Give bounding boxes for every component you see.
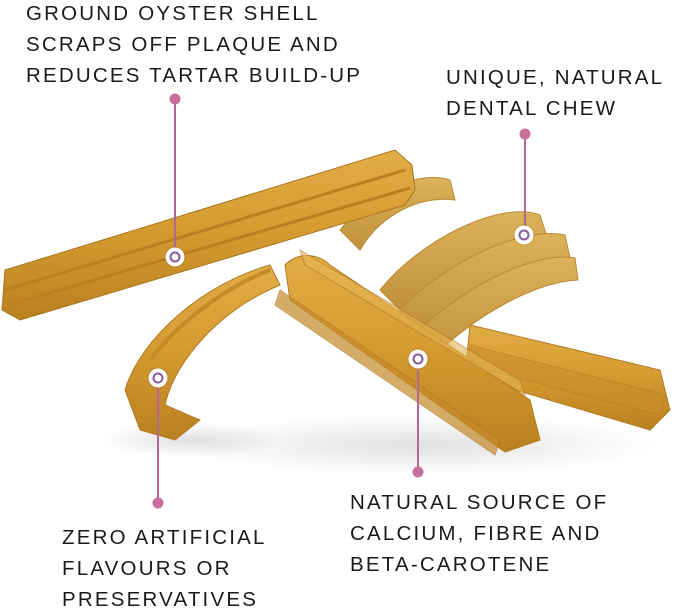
callout-line: NATURAL SOURCE OF [350,491,609,514]
leader-line-zero-artificial [157,388,159,503]
marker-ring-icon [514,225,534,245]
callout-zero-artificial: ZERO ARTIFICIAL FLAVOURS OR PRESERVATIVE… [62,522,267,615]
callout-line: REDUCES TARTAR BUILD-UP [26,64,363,87]
callout-oyster-shell: GROUND OYSTER SHELL SCRAPS OFF PLAQUE AN… [26,0,362,91]
callout-natural-source: NATURAL SOURCE OF CALCIUM, FIBRE AND BET… [350,487,608,580]
main-chew-bundle [1,149,416,321]
pin-dot-icon [169,93,181,105]
callout-line: ZERO ARTIFICIAL [62,526,267,549]
leader-line-natural-chew [524,134,526,235]
leader-line-oyster-shell [174,99,176,257]
callout-line: UNIQUE, NATURAL [446,66,665,89]
callout-natural-chew: UNIQUE, NATURAL DENTAL CHEW [446,62,664,124]
marker-ring-icon [165,247,185,267]
left-chew-bundle [124,264,281,441]
curved-chew-bundle [339,176,579,361]
callout-line: PRESERVATIVES [62,588,259,611]
marker-ring-icon [148,368,168,388]
pin-dot-icon [412,466,424,478]
callout-line: BETA-CAROTENE [350,553,552,576]
callout-line: DENTAL CHEW [446,97,618,120]
callout-line: CALCIUM, FIBRE AND [350,522,602,545]
leader-line-natural-source [417,369,419,472]
callout-line: GROUND OYSTER SHELL [26,2,320,25]
marker-ring-icon [408,349,428,369]
pin-dot-icon [519,128,531,140]
pin-dot-icon [152,497,164,509]
callout-line: FLAVOURS OR [62,557,232,580]
callout-line: SCRAPS OFF PLAQUE AND [26,33,340,56]
